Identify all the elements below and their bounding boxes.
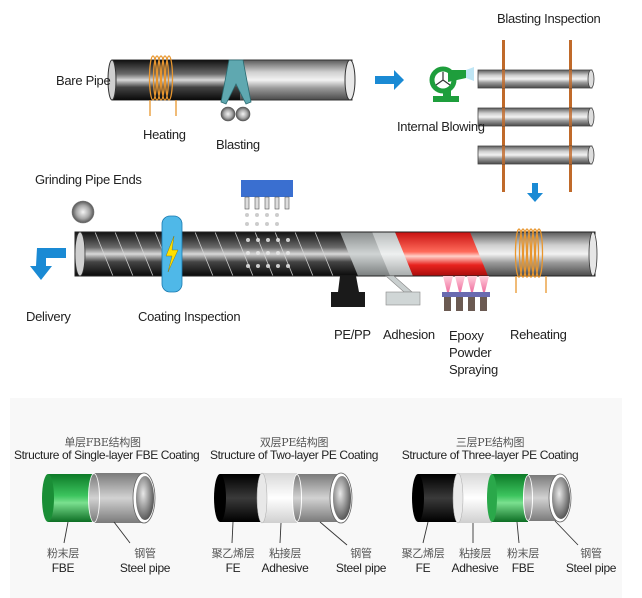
structure-3-title-cn: 三层PE结构图	[455, 436, 525, 449]
heating-coil-icon	[148, 55, 177, 116]
structure-2-layer-steel: 钢管 Steel pipe	[335, 547, 387, 575]
adhesive-extruder-icon	[385, 275, 421, 306]
coating-pipe	[74, 231, 598, 277]
single-layer-fbe-pipe-icon	[42, 472, 156, 544]
structure-3-layer-adhesive: 粘接层 Adhesive	[451, 547, 499, 575]
label-blasting: Blasting	[216, 137, 260, 152]
label-grinding-pipe-ends: Grinding Pipe Ends	[35, 172, 142, 187]
label-delivery: Delivery	[26, 309, 71, 324]
structure-1-layer-steel: 钢管 Steel pipe	[119, 547, 171, 575]
three-layer-pe-pipe-icon	[412, 472, 579, 546]
structure-2-title-cn: 双层PE结构图	[259, 436, 329, 449]
holiday-detector-icon	[161, 215, 183, 293]
delivery-arrow-icon	[30, 248, 66, 280]
label-bare-pipe: Bare Pipe	[56, 73, 111, 88]
flow-arrow-right-icon	[375, 70, 404, 90]
label-reheating: Reheating	[510, 327, 567, 342]
label-coating-inspection: Coating Inspection	[138, 309, 241, 324]
structure-3-title-en: Structure of Three-layer PE Coating	[401, 448, 579, 462]
label-blasting-inspection: Blasting Inspection	[497, 11, 601, 26]
blasting-inspection-rack	[477, 40, 595, 192]
epoxy-spray-guns-icon	[442, 276, 490, 311]
label-pe-pp: PE/PP	[334, 327, 371, 342]
structure-3-layer-fbe: 粉末层 FBE	[506, 547, 540, 575]
water-spray-cooling-icon	[241, 180, 293, 226]
structure-2-title-en: Structure of Two-layer PE Coating	[210, 448, 378, 462]
two-layer-pe-pipe-icon	[214, 472, 353, 546]
blower-fan-icon	[429, 66, 474, 102]
structure-1-layer-fbe: 粉末层 FBE	[46, 547, 80, 575]
label-adhesion: Adhesion	[383, 327, 435, 342]
flow-arrow-down-icon	[527, 183, 543, 202]
structure-3-layer-steel: 钢管 Steel pipe	[565, 547, 617, 575]
blasting-nozzle-icon	[220, 59, 252, 122]
grinding-disc-icon	[71, 200, 95, 224]
structure-2-layer-adhesive: 粘接层 Adhesive	[261, 547, 309, 575]
label-epoxy-powder-spraying: Epoxy Powder Spraying	[449, 328, 498, 377]
pe-extruder-icon	[331, 276, 365, 307]
structure-1-title-cn: 单层FBE结构图	[64, 436, 141, 449]
label-heating: Heating	[143, 127, 186, 142]
structure-1-title-en: Structure of Single-layer FBE Coating	[14, 448, 200, 462]
structure-3-layer-fe: 聚乙烯层 FE	[401, 547, 445, 575]
reheating-coil-icon	[514, 228, 547, 293]
structure-2-layer-fe: 聚乙烯层 FE	[211, 547, 255, 575]
label-internal-blowing: Internal Blowing	[397, 119, 485, 134]
